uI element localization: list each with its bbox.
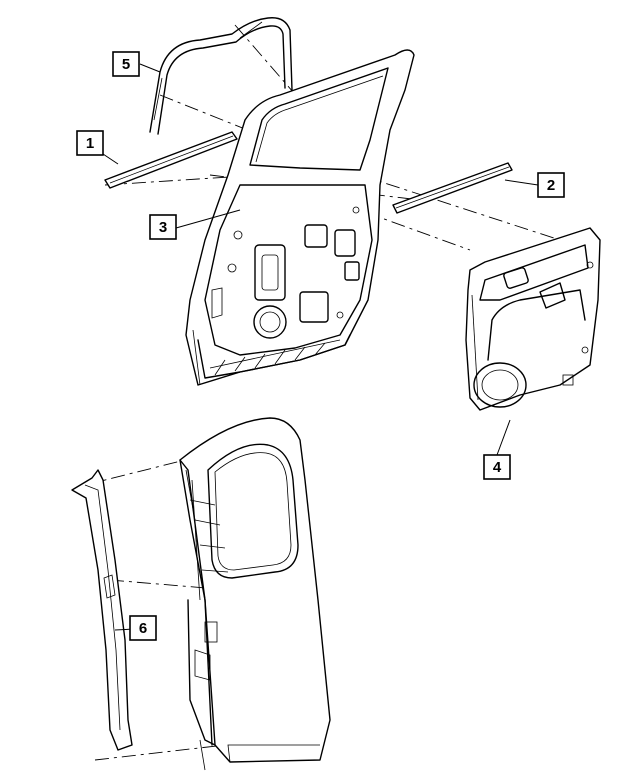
callout-6-label: 6 [139, 620, 147, 637]
callout-5-label: 5 [122, 56, 130, 73]
callout-3-label: 3 [159, 219, 167, 236]
belt-weatherstrip-outer-icon [104, 131, 238, 189]
callout-1: 1 [76, 130, 104, 156]
callout-6: 6 [129, 615, 157, 641]
pillar-seal-icon [71, 469, 133, 751]
callout-2-label: 2 [547, 177, 555, 194]
callout-3: 3 [149, 214, 177, 240]
callout-2: 2 [537, 172, 565, 198]
callout-4: 4 [483, 454, 511, 480]
belt-weatherstrip-inner-icon [392, 162, 513, 214]
callout-5: 5 [112, 51, 140, 77]
rear-door-shell-icon [185, 49, 415, 386]
door-frame-seal-icon [149, 17, 293, 135]
cab-side-body-icon [179, 417, 331, 771]
callout-1-label: 1 [86, 135, 94, 152]
callout-4-label: 4 [493, 459, 502, 476]
door-trim-panel-icon [465, 227, 601, 411]
